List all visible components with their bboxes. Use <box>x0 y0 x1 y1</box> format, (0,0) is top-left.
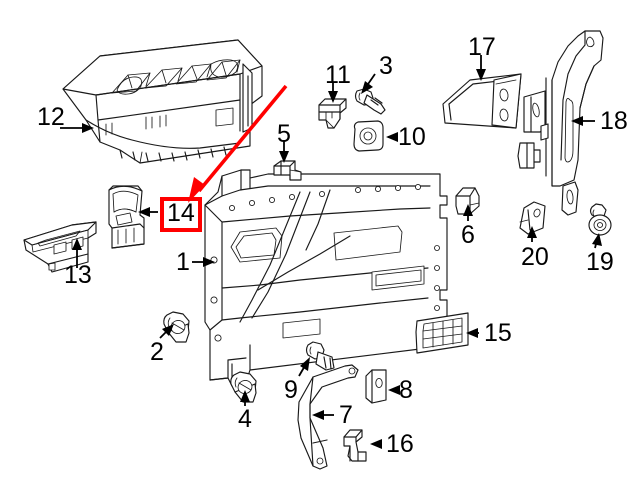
part-1-quarter-trim-panel <box>204 169 448 387</box>
part-13-trim-cover-lid <box>23 221 97 273</box>
part-3-shoulder-bolt <box>354 88 386 115</box>
part-7-support-rod <box>297 364 359 470</box>
part-11-clip-bracket <box>318 98 347 129</box>
part-14-cup-holder <box>108 185 145 249</box>
part-15-vent-grille <box>415 312 469 354</box>
callout-label-3[interactable]: 3 <box>379 52 393 80</box>
callout-label-19[interactable]: 19 <box>586 248 614 276</box>
part-5-small-bracket-upper <box>273 160 302 181</box>
callout-label-17[interactable]: 17 <box>468 33 496 61</box>
part-12-speaker-grille-assembly <box>62 39 263 164</box>
callout-label-9[interactable]: 9 <box>284 376 298 404</box>
part-18-pillar-reinforcement <box>517 30 604 216</box>
callout-label-14[interactable]: 14 <box>160 197 202 232</box>
leader-lines <box>60 55 602 449</box>
part-8-striker-plate <box>365 369 387 404</box>
callout-label-15[interactable]: 15 <box>484 319 512 347</box>
callout-label-1[interactable]: 1 <box>176 248 190 276</box>
callout-label-16[interactable]: 16 <box>386 430 414 458</box>
callout-label-12[interactable]: 12 <box>37 103 65 131</box>
part-6-wedge-bracket <box>455 187 480 215</box>
part-10-grommet-cover <box>353 120 384 152</box>
callout-label-18[interactable]: 18 <box>600 107 628 135</box>
callout-label-20[interactable]: 20 <box>521 243 549 271</box>
callout-label-5[interactable]: 5 <box>277 120 291 148</box>
callout-label-8[interactable]: 8 <box>399 376 413 404</box>
callout-label-7[interactable]: 7 <box>339 401 353 429</box>
callout-label-2[interactable]: 2 <box>150 338 164 366</box>
part-17-window-trim-panel <box>442 73 522 129</box>
callout-label-10[interactable]: 10 <box>398 123 426 151</box>
part-16-angle-bracket <box>343 429 367 462</box>
part-19-screw-washer <box>588 203 612 236</box>
callout-label-4[interactable]: 4 <box>238 405 252 433</box>
callout-label-11[interactable]: 11 <box>325 61 351 89</box>
highlight-arrow <box>188 84 288 203</box>
part-20-retainer-tab <box>519 201 546 235</box>
callout-label-13[interactable]: 13 <box>64 261 92 289</box>
part-9-pivot-bolt <box>305 341 335 371</box>
callout-label-6[interactable]: 6 <box>461 221 475 249</box>
